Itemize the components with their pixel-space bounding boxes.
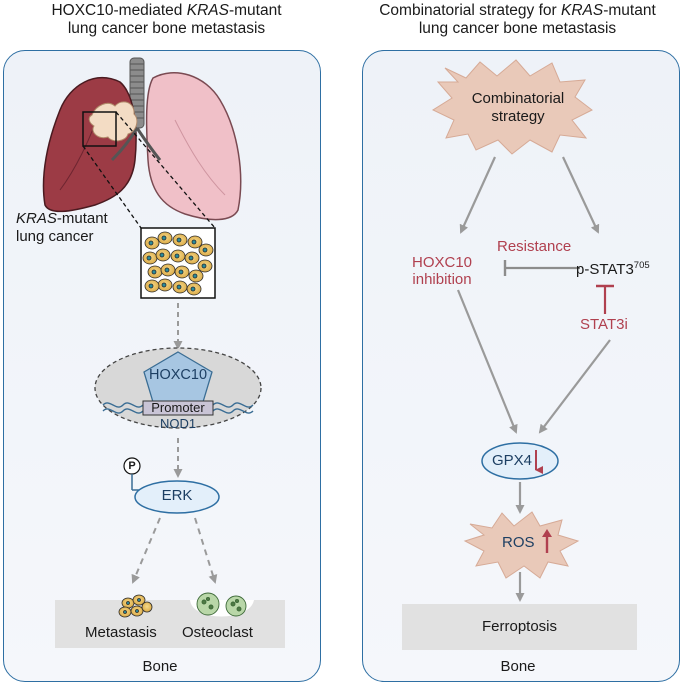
nod1-label: NOD1 xyxy=(159,416,197,431)
resistance-label: Resistance xyxy=(497,238,572,255)
tumor-cell-nucleus xyxy=(161,235,167,241)
left-bone-label: Bone xyxy=(142,658,178,675)
right-panel-title: Combinatorial strategy for KRAS-mutant l… xyxy=(379,2,656,37)
metastasis-label: Metastasis xyxy=(85,624,157,641)
tumor-cell-nucleus xyxy=(190,286,196,292)
metastasis-cells xyxy=(118,594,153,618)
tumor-cell-nucleus xyxy=(174,253,180,259)
diseased-lung xyxy=(42,77,137,213)
stat3i-label: STAT3i xyxy=(580,316,628,333)
lungs-illustration xyxy=(42,57,242,299)
strategy-label: Combinatorial strategy xyxy=(471,90,565,125)
tumor-cell-cluster xyxy=(142,231,214,296)
hoxc10-label: HOXC10 xyxy=(148,367,208,383)
ferroptosis-label: Ferroptosis xyxy=(481,618,558,635)
tumor-cell-nucleus xyxy=(188,255,194,261)
tumor-cell-nucleus xyxy=(161,282,167,288)
tumor-cell-nucleus xyxy=(192,273,198,279)
tumor-cell-nucleus xyxy=(176,237,182,243)
tumor-cell-nucleus xyxy=(148,283,154,289)
tumor-cell-nucleus xyxy=(146,255,152,261)
tumor-cell-nucleus xyxy=(164,267,170,273)
tumor-cell-nucleus xyxy=(191,239,197,245)
tumor-cell-nucleus xyxy=(202,247,208,253)
pstat3-label: p-STAT3705 xyxy=(576,260,650,278)
zoom-box xyxy=(82,111,117,147)
right-bone-label: Bone xyxy=(500,658,536,675)
tumor-cell-nucleus xyxy=(178,269,184,275)
right-bone-bar xyxy=(402,604,637,650)
erk-oval xyxy=(134,480,220,514)
hoxc10-inhibition-label: HOXC10 inhibition xyxy=(411,254,473,288)
erk-label: ERK xyxy=(161,487,193,504)
tumor-cell-nucleus xyxy=(176,284,182,290)
promoter-box xyxy=(142,400,214,416)
gpx4-label: GPX4 xyxy=(492,452,533,469)
tumor-cell-nucleus xyxy=(201,263,207,269)
ros-starburst xyxy=(463,511,580,579)
tumor-cell-nucleus xyxy=(148,240,154,246)
kras-label: KRAS-mutant lung cancer xyxy=(16,210,108,245)
dna-strands xyxy=(102,402,254,414)
promoter-label: Promoter xyxy=(151,400,205,415)
healthy-lung xyxy=(145,71,242,221)
ros-label: ROS xyxy=(502,534,535,551)
osteoclast-cells xyxy=(196,592,247,617)
strategy-starburst xyxy=(431,59,593,155)
tumor-cell-nucleus xyxy=(151,269,157,275)
left-panel-title: HOXC10-mediated KRAS-mutant lung cancer … xyxy=(51,2,282,37)
osteoclast-label: Osteoclast xyxy=(182,624,253,641)
tumor-cell-nucleus xyxy=(159,252,165,258)
phospho-label: P xyxy=(128,460,136,472)
